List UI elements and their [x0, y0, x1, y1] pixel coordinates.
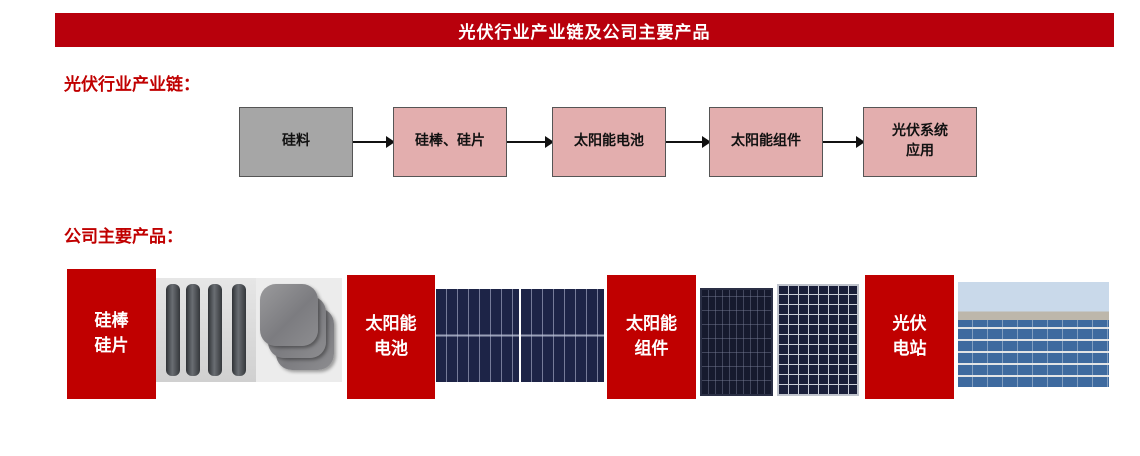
- chain-step-label: 太阳能电池: [574, 133, 644, 150]
- pv-power-station-photo: [958, 282, 1109, 387]
- solar-module-photo: [777, 284, 859, 396]
- chain-step-silicon-material: 硅料: [239, 107, 353, 177]
- industry-chain-diagram: 硅料 硅棒、硅片 太阳能电池 太阳能组件 光伏系统 应用: [0, 0, 1140, 200]
- product-label-solar-cell: 太阳能 电池: [347, 275, 435, 399]
- chain-step-label: 太阳能组件: [731, 133, 801, 150]
- product-label-pv-power-station: 光伏 电站: [865, 275, 954, 399]
- chain-arrow: [666, 136, 711, 148]
- section-title-main-products: 公司主要产品：: [64, 227, 183, 247]
- product-label-solar-module: 太阳能 组件: [607, 275, 696, 399]
- chain-step-solar-cell: 太阳能电池: [552, 107, 666, 177]
- silicon-ingot-photo: [156, 278, 256, 382]
- product-label-text: 太阳能 电池: [365, 314, 417, 359]
- silicon-wafer-photo: [256, 278, 342, 382]
- product-label-text: 硅棒 硅片: [94, 311, 129, 356]
- chain-step-label: 硅棒、硅片: [415, 133, 485, 150]
- chain-arrow: [823, 136, 865, 148]
- chain-arrow: [507, 136, 554, 148]
- solar-cell-photo: [436, 289, 519, 382]
- banner-title: 光伏行业产业链及公司主要产品: [458, 22, 711, 43]
- product-label-text: 光伏 电站: [892, 314, 927, 359]
- product-label-ingot-wafer: 硅棒 硅片: [67, 269, 156, 399]
- chain-step-solar-module: 太阳能组件: [709, 107, 823, 177]
- chain-step-label: 硅料: [282, 133, 310, 150]
- chain-step-label: 光伏系统 应用: [892, 123, 948, 159]
- chain-step-pv-system-application: 光伏系统 应用: [863, 107, 977, 177]
- solar-cell-photo: [521, 289, 604, 382]
- solar-module-photo: [700, 288, 773, 396]
- page-banner: 光伏行业产业链及公司主要产品: [55, 13, 1114, 47]
- chain-step-ingot-wafer: 硅棒、硅片: [393, 107, 507, 177]
- section-title-industry-chain: 光伏行业产业链：: [64, 75, 200, 95]
- product-label-text: 太阳能 组件: [626, 314, 677, 359]
- chain-arrow: [353, 136, 395, 148]
